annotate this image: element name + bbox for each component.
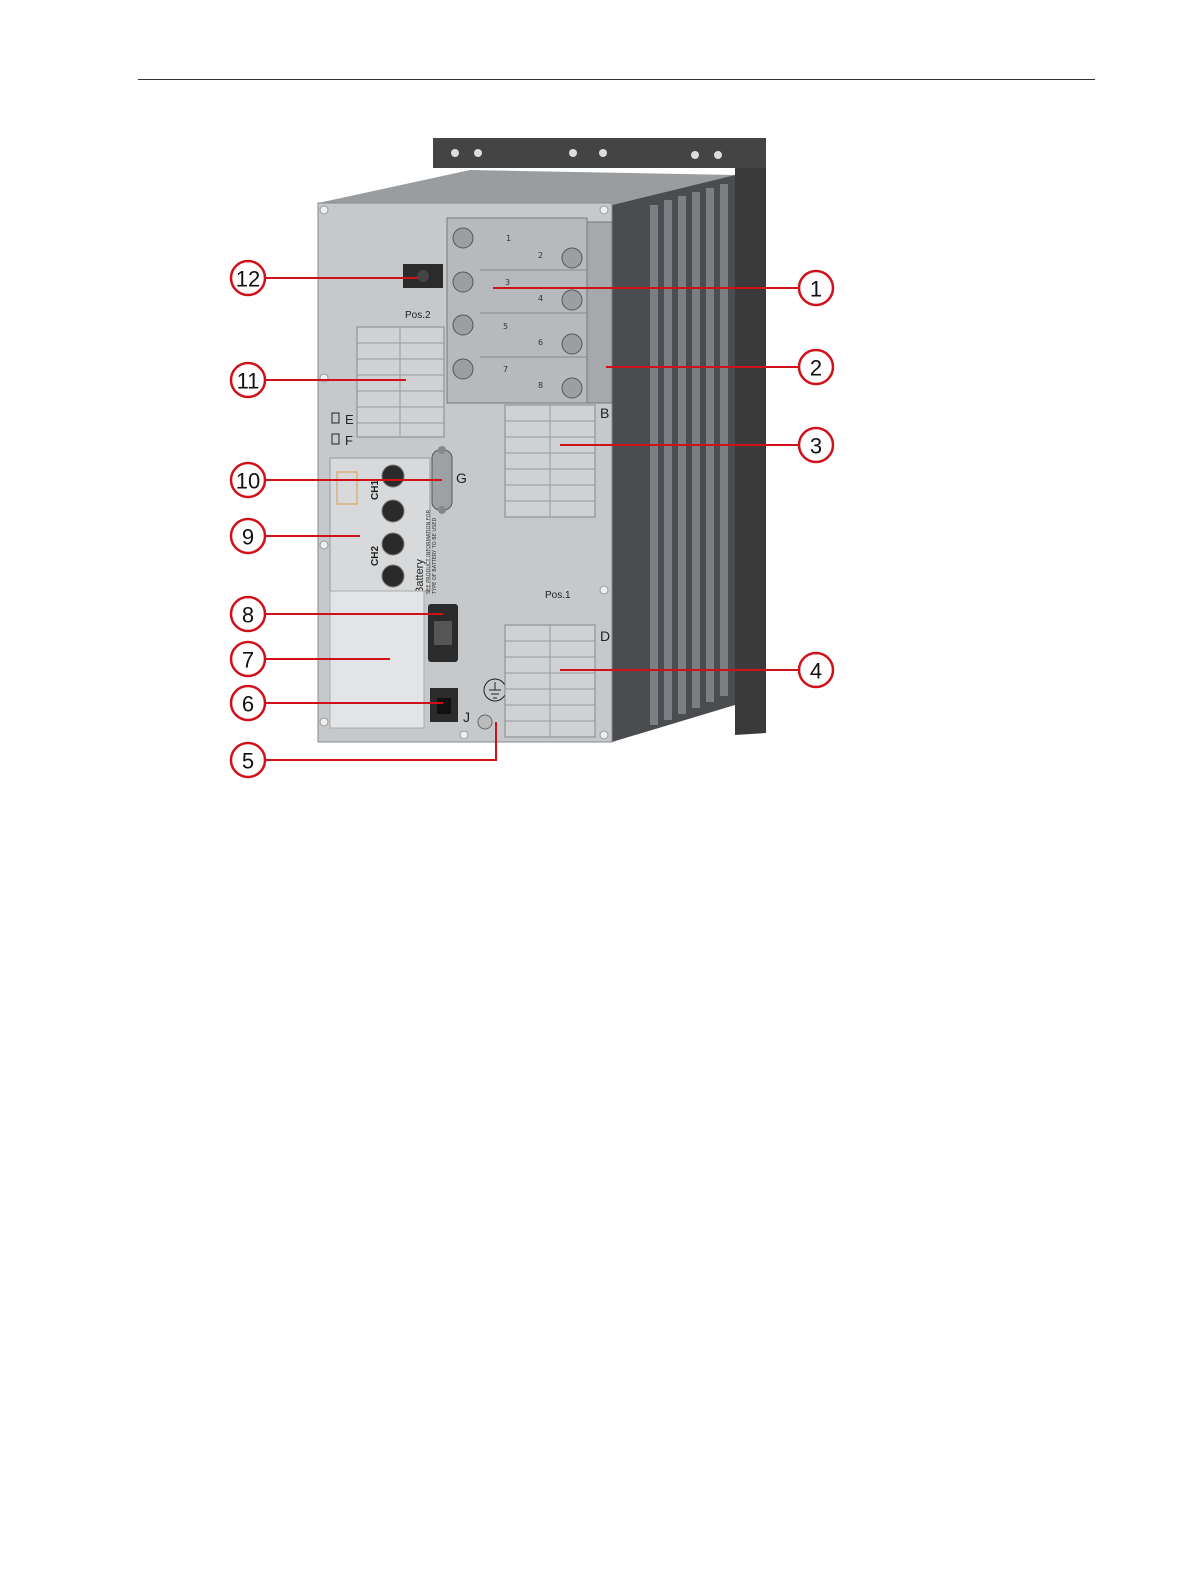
callout-3: 3	[799, 428, 833, 462]
callout-12: 12	[231, 261, 265, 295]
callout-1: 1	[799, 271, 833, 305]
callout-9-number: 9	[242, 525, 254, 550]
callout-5-number: 5	[242, 749, 254, 774]
callout-11: 11	[231, 363, 265, 397]
callout-6-number: 6	[242, 692, 254, 717]
callout-4: 4	[799, 653, 833, 687]
callout-8-number: 8	[242, 603, 254, 628]
callout-1-number: 1	[810, 277, 822, 302]
callout-5: 5	[231, 743, 265, 777]
callout-8: 8	[231, 597, 265, 631]
callout-9: 9	[231, 519, 265, 553]
callout-11-number: 11	[237, 369, 260, 394]
callout-2-number: 2	[810, 356, 822, 381]
callout-7: 7	[231, 642, 265, 676]
callout-7-number: 7	[242, 648, 254, 673]
callout-10: 10	[231, 463, 265, 497]
callout-4-number: 4	[810, 659, 822, 684]
callout-12-number: 12	[236, 267, 260, 292]
callout-10-number: 10	[236, 469, 260, 494]
callout-6: 6	[231, 686, 265, 720]
callout-2: 2	[799, 350, 833, 384]
callout-3-number: 3	[810, 434, 822, 459]
